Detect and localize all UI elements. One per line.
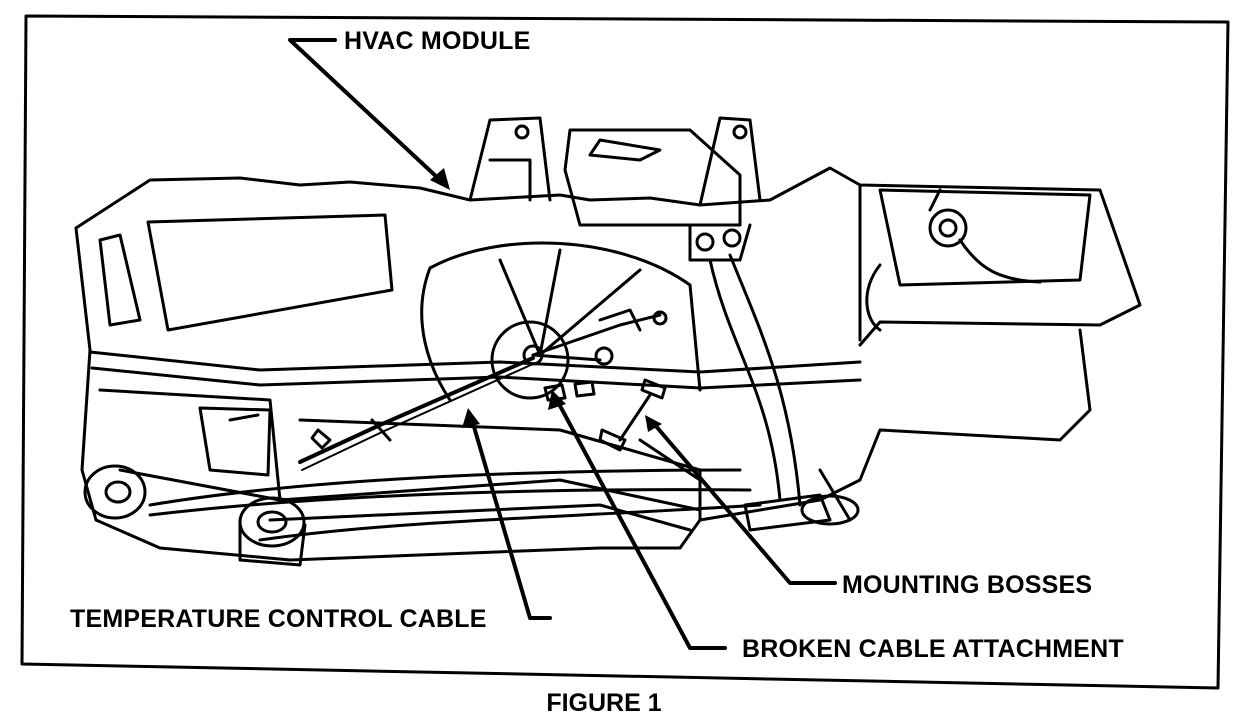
leader-mounting-bosses: [653, 423, 837, 585]
arrowhead-hvac-module: [430, 168, 450, 190]
figure-frame: [20, 14, 1230, 690]
arrowhead-temperature-control-cable: [462, 408, 480, 428]
hvac-module-illustration: [74, 116, 1142, 567]
label-broken-cable-attachment: BROKEN CABLE ATTACHMENT: [742, 635, 1124, 663]
leader-broken-cable-attachment: [556, 400, 727, 650]
leader-hvac-module: [288, 38, 442, 182]
label-temperature-control-cable: TEMPERATURE CONTROL CABLE: [70, 605, 487, 633]
figure-caption: FIGURE 1: [546, 689, 661, 716]
arrowhead-broken-cable-attachment: [548, 390, 566, 410]
arrowhead-mounting-bosses: [645, 415, 662, 432]
label-hvac-module: HVAC MODULE: [344, 27, 530, 55]
label-mounting-bosses: MOUNTING BOSSES: [842, 571, 1092, 599]
leader-temperature-control-cable: [470, 418, 552, 620]
leader-lines: [288, 38, 837, 650]
leader-arrowheads: [430, 168, 662, 432]
